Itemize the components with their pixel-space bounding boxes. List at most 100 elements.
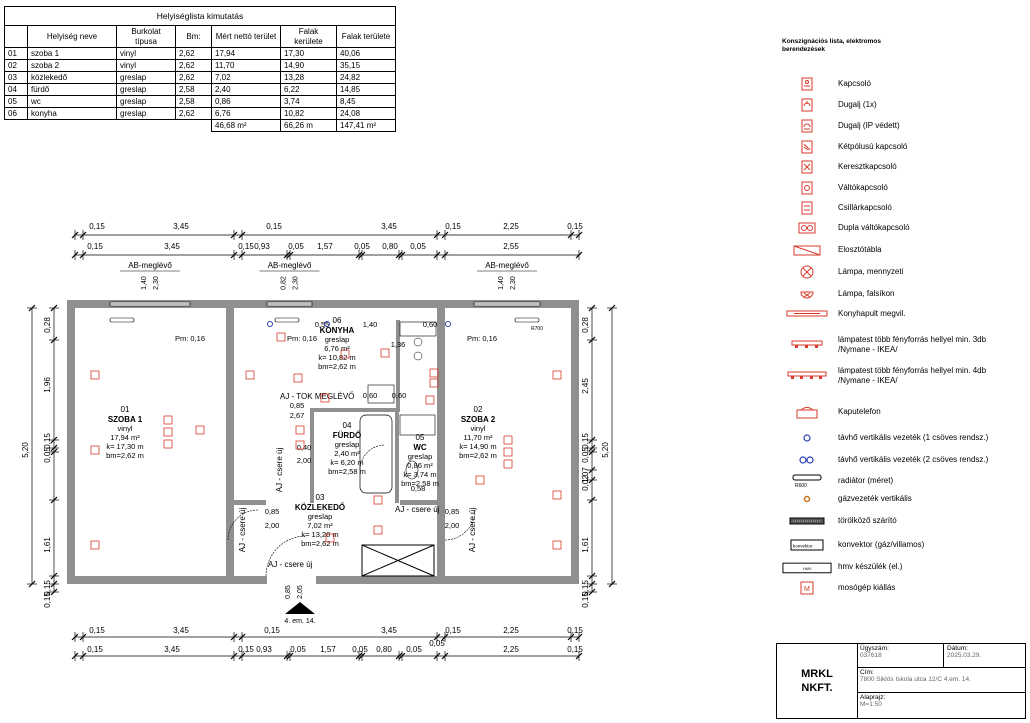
dim-top-1-tick: [441, 231, 449, 239]
switch-icon: [782, 75, 832, 93]
dim-top-1-tick: [230, 231, 238, 239]
dim-right-text: 1,61: [581, 537, 590, 553]
partition-wall: [226, 500, 266, 505]
logo-line-1: MRKL: [801, 668, 833, 680]
legend-label: Kétpólusú kapcsoló: [838, 142, 908, 151]
dim-bottom-2-text: 0,80: [376, 645, 392, 654]
dim-top-2-tick: [575, 251, 583, 259]
dim-bottom-1-tick: [567, 633, 575, 641]
dim-bottom-2-text: 0,05: [352, 645, 368, 654]
ceiling-lamp-icon: [782, 263, 832, 281]
dim-bottom-1-tick: [238, 633, 246, 641]
room-perimeter: k= 6,20 m: [330, 458, 363, 467]
dim-bottom-1-tick: [441, 633, 449, 641]
two-way-switch-icon: [782, 179, 832, 197]
schedule-totals-row: 46,68 m² 66,26 m 147,41 m²: [5, 119, 396, 132]
partition-wall: [400, 500, 445, 505]
room-perimeter: k= 17,30 m: [106, 442, 143, 451]
cross-switch-icon: [782, 158, 832, 176]
water-heater-icon: HMV: [782, 558, 832, 576]
kitchen-counter: [399, 321, 437, 337]
electrical-symbol: [503, 435, 513, 445]
legend-item: Lámpa, mennyzeti: [782, 263, 1022, 281]
dim-right-total-tick: [608, 580, 616, 588]
entrance-marker: [285, 602, 315, 614]
dim-top-2-text: 0,05: [354, 242, 370, 251]
dim-bottom-2-text: 0,15: [567, 645, 583, 654]
date-value: 2025.03.29.: [947, 652, 982, 659]
legend-item: lámpatest több fényforrás hellyel min. 4…: [782, 366, 1022, 385]
electrical-symbol: [429, 368, 439, 378]
room-area: 7,02 m²: [307, 521, 333, 530]
dim-top-2-text: 0,05: [288, 242, 304, 251]
date-label: Dátum:: [947, 645, 968, 652]
room-height: bm=2,62 m: [459, 451, 497, 460]
interior-dim: 0,58: [411, 484, 426, 493]
door-swing: [227, 509, 259, 541]
dim-top-2-tick: [79, 251, 87, 259]
dim-top-2-text: 0,15: [238, 242, 254, 251]
north-wall: [67, 300, 579, 308]
dim-left-text: 0,15: [43, 433, 52, 449]
dim-right-text: 2,45: [581, 378, 590, 394]
dim-left-text: 5,20: [21, 442, 30, 458]
electrical-symbol: [552, 490, 562, 500]
interior-dim: 1,40: [363, 320, 378, 329]
legend-item: Kapcsoló: [782, 75, 1022, 93]
dim-bottom-2-tick: [238, 652, 246, 660]
legend-item: távhő vertikális vezeték (2 csöves rends…: [782, 451, 1022, 469]
electrical-symbol: [475, 475, 485, 485]
legend-item: Dupla váltókapcsoló: [782, 219, 1022, 237]
dim-top-2-tick: [441, 251, 449, 259]
socket-ip-icon: [782, 117, 832, 135]
light-fixture-4-icon: [782, 367, 832, 385]
dim-bottom-2-tick: [433, 652, 441, 660]
schedule-cell: konyha: [27, 107, 117, 120]
dim-bottom-2-text: 0,15: [87, 645, 103, 654]
heating-riser: [267, 321, 273, 327]
dim-top-2-tick: [238, 251, 246, 259]
towel-dryer-icon: [782, 512, 832, 530]
radiator: [109, 317, 135, 323]
room-floor: greslap: [335, 440, 360, 449]
electrical-symbol: [90, 445, 100, 455]
window-tag: AB-meglévő: [485, 261, 529, 270]
legend-title: Konszignációs lista, elektromos berendez…: [782, 38, 881, 53]
dim-top-2-tick: [398, 251, 406, 259]
interior-dim: 0,60: [423, 320, 438, 329]
electrical-symbol: [325, 533, 335, 543]
room-perimeter: k= 14,90 m: [459, 442, 496, 451]
electrical-symbol: [90, 540, 100, 550]
dim-right-text: 0,02: [581, 475, 590, 491]
dim-bottom-1-tick: [71, 633, 79, 641]
legend-label: Váltókapcsoló: [838, 183, 888, 192]
scale-label: Alaprajz:: [860, 694, 886, 701]
entrance-dim: 0,85: [285, 585, 292, 599]
svg-text:konvektor: konvektor: [793, 544, 813, 549]
total-area: 46,68 m²: [211, 119, 281, 132]
room-number: 02: [474, 405, 483, 414]
electrical-symbol: [552, 370, 562, 380]
dim-left-text: 0,05: [43, 447, 52, 463]
dim-left-total-tick: [28, 304, 36, 312]
room-number: 06: [333, 316, 342, 325]
room-height: bm=2,58 m: [401, 479, 439, 488]
dim-top-1-text: 3,45: [381, 222, 397, 231]
counter-light-icon: [782, 305, 832, 323]
dim-bottom-1-text: 0,15: [264, 626, 280, 635]
dim-left-outer-tick: [50, 448, 58, 456]
dim-bottom-2-tick: [398, 652, 406, 660]
legend: Konszignációs lista, elektromos berendez…: [782, 38, 1022, 595]
window-dim: 0,82: [281, 276, 288, 290]
dim-bottom-1-tick: [575, 633, 583, 641]
legend-item: Kaputelefon: [782, 403, 1022, 421]
legend-item: Váltókapcsoló: [782, 179, 1022, 197]
stove-burner: [413, 337, 423, 347]
legend-label: hmv készülék (el.): [838, 562, 903, 571]
door-note: AJ - csere új: [238, 508, 247, 553]
legend-item: HMV hmv készülék (el.): [782, 558, 1022, 576]
legend-item: Kétpólusú kapcsoló: [782, 138, 1022, 156]
radiator: [274, 317, 300, 323]
